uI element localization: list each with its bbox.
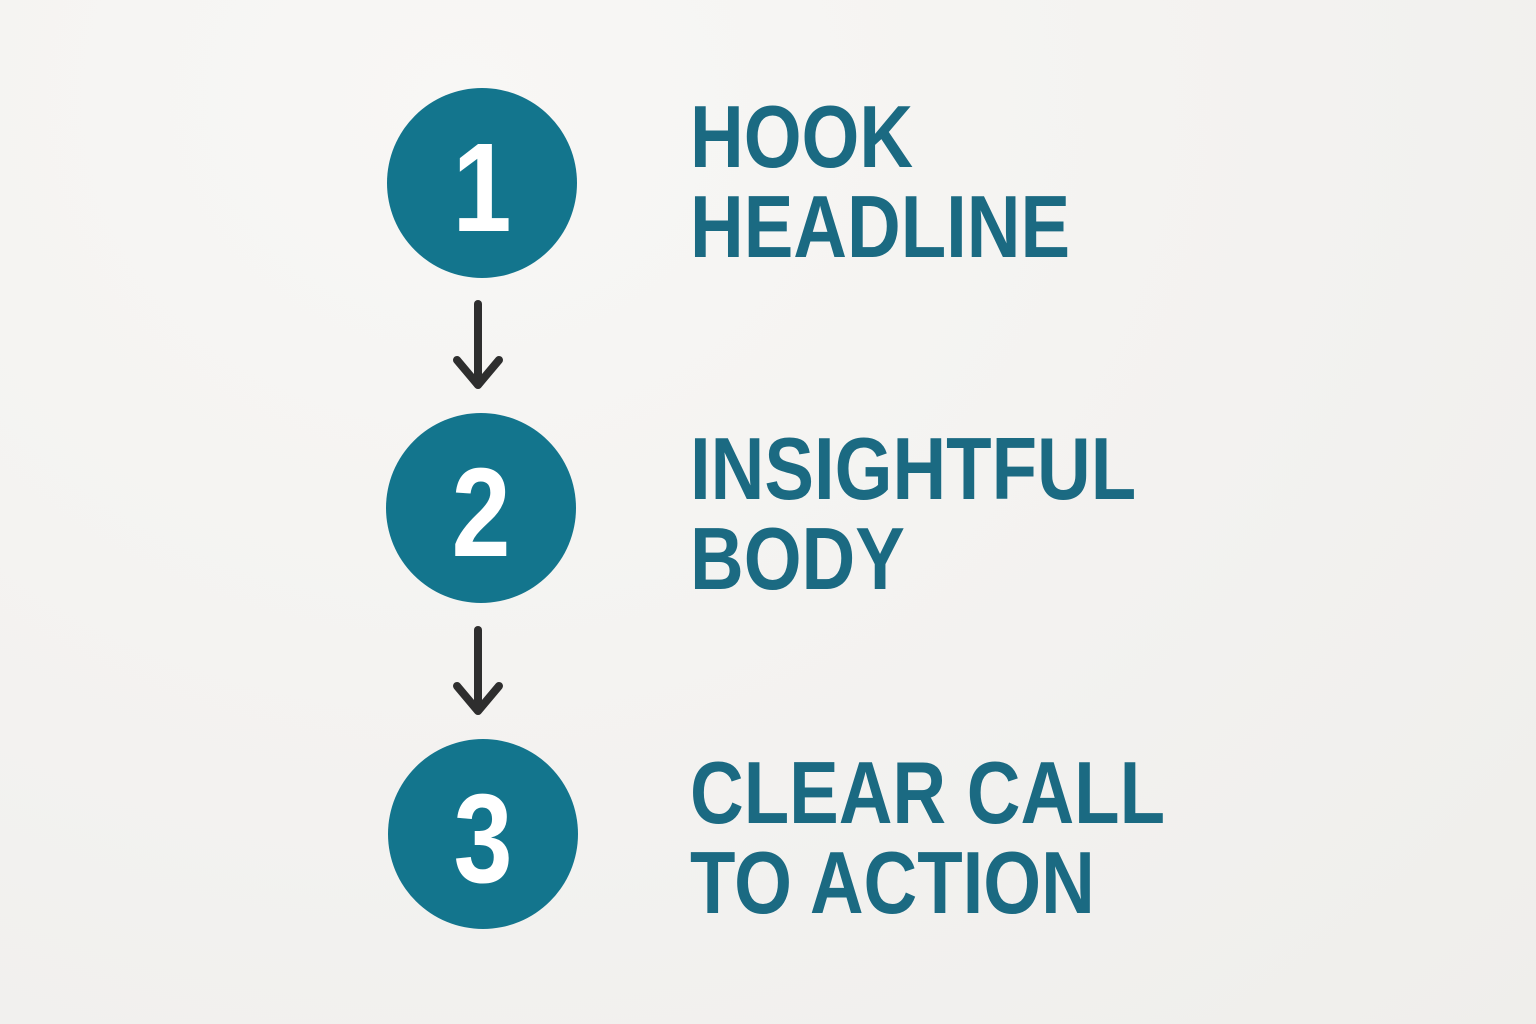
step-1-circle: 1 <box>387 88 577 278</box>
step-1-number: 1 <box>452 117 512 258</box>
step-3-label: CLEAR CALL TO ACTION <box>690 748 1165 928</box>
step-1-label: HOOK HEADLINE <box>690 92 1070 272</box>
step-1-label-line-1: HOOK <box>690 87 914 186</box>
step-3-circle: 3 <box>388 739 578 929</box>
step-2-label-line-2: BODY <box>690 509 905 608</box>
step-3-label-line-2: TO ACTION <box>690 833 1095 932</box>
step-2-circle: 2 <box>386 413 576 603</box>
down-arrow-icon <box>453 300 503 389</box>
step-2-number: 2 <box>451 442 511 583</box>
down-arrow-icon <box>453 626 503 715</box>
step-3-number: 3 <box>453 768 513 909</box>
step-3-label-line-1: CLEAR CALL <box>690 743 1166 842</box>
step-1-label-line-2: HEADLINE <box>690 177 1071 276</box>
step-2-label: INSIGHTFUL BODY <box>690 424 1136 604</box>
step-2-label-line-1: INSIGHTFUL <box>690 419 1137 518</box>
